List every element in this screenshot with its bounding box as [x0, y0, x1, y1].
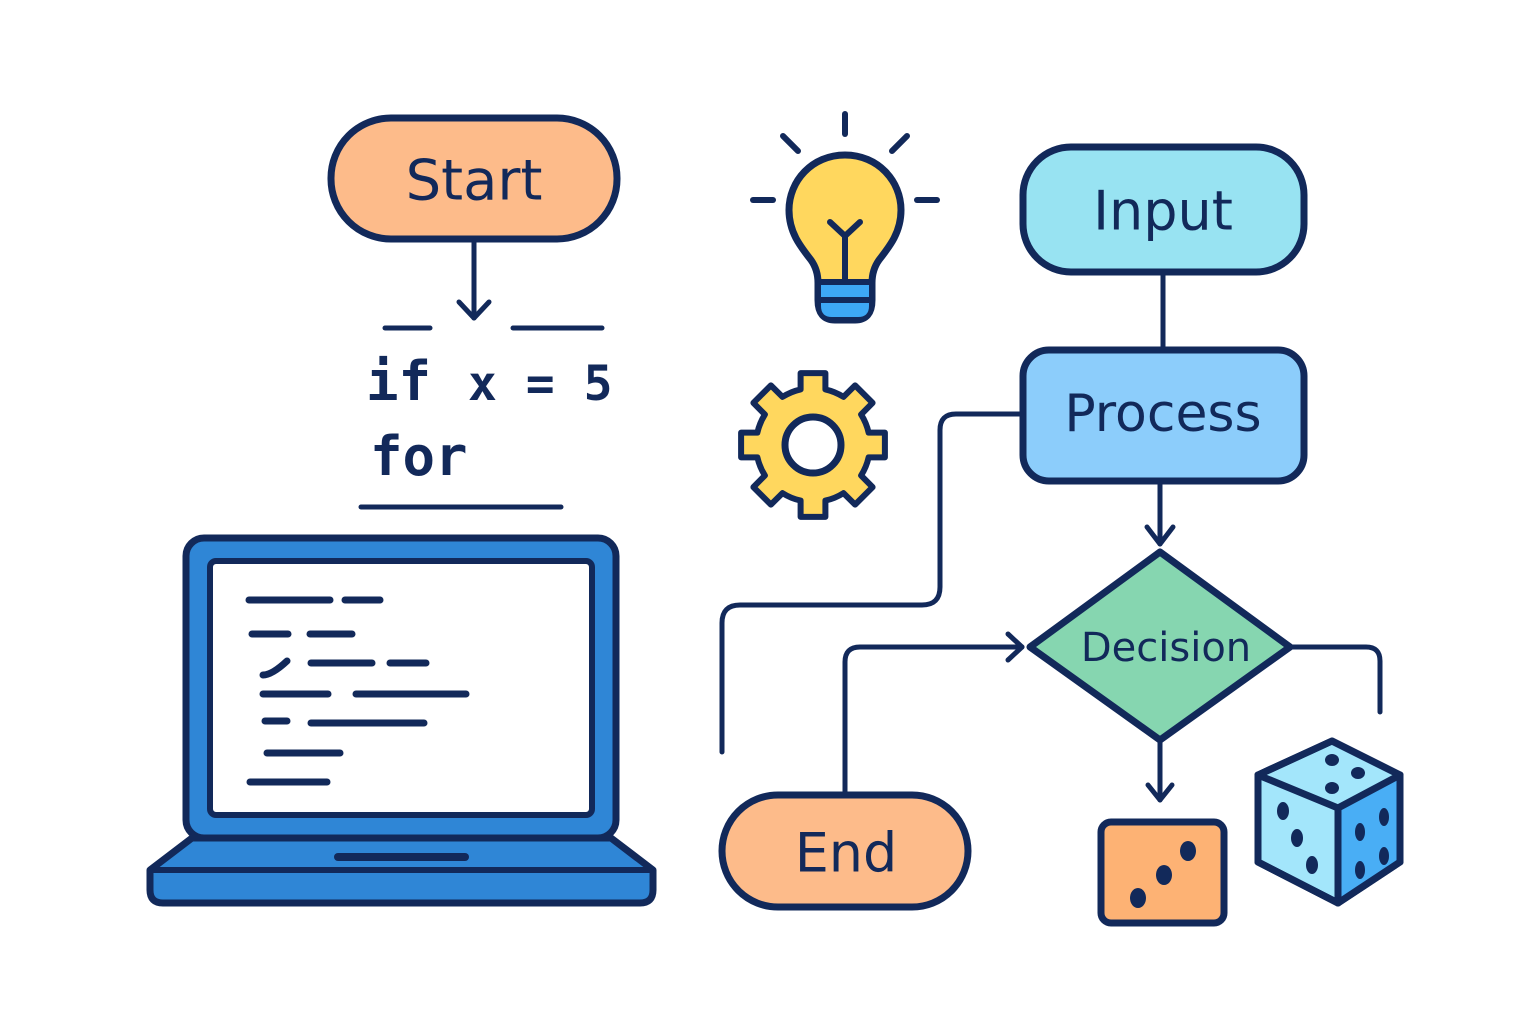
process-node: Process [1019, 346, 1308, 485]
code-keyword-for: for [370, 425, 468, 488]
code-keyword-if: if [366, 350, 431, 413]
code-snippet: if x = 5 for [358, 325, 613, 510]
code-expression: x = 5 [468, 356, 613, 412]
process-decision-arrow [1144, 480, 1176, 547]
end-node: End [718, 791, 972, 911]
die-three-icon [1097, 818, 1228, 927]
connector-process-loop [719, 411, 1024, 755]
input-label: Input [1093, 180, 1233, 243]
start-label: Start [406, 149, 543, 214]
end-label: End [795, 822, 898, 885]
die-cube-icon [1254, 737, 1404, 907]
lightbulb-icon [750, 111, 940, 324]
connector-end-decision [842, 631, 1025, 800]
start-node: Start [327, 114, 621, 243]
laptop-code-lines [245, 596, 470, 786]
decision-down-arrow [1145, 739, 1175, 803]
die-pip [1156, 865, 1172, 885]
die-pip [1180, 841, 1196, 861]
input-node: Input [1019, 143, 1308, 276]
process-label: Process [1064, 384, 1261, 444]
laptop-icon [146, 534, 657, 907]
start-arrow [456, 238, 492, 321]
decision-node: Decision [1026, 548, 1294, 744]
connector-decision-right [1289, 644, 1383, 715]
decision-label: Decision [1081, 625, 1251, 671]
gear-icon [738, 370, 888, 520]
die-pip [1130, 888, 1146, 908]
